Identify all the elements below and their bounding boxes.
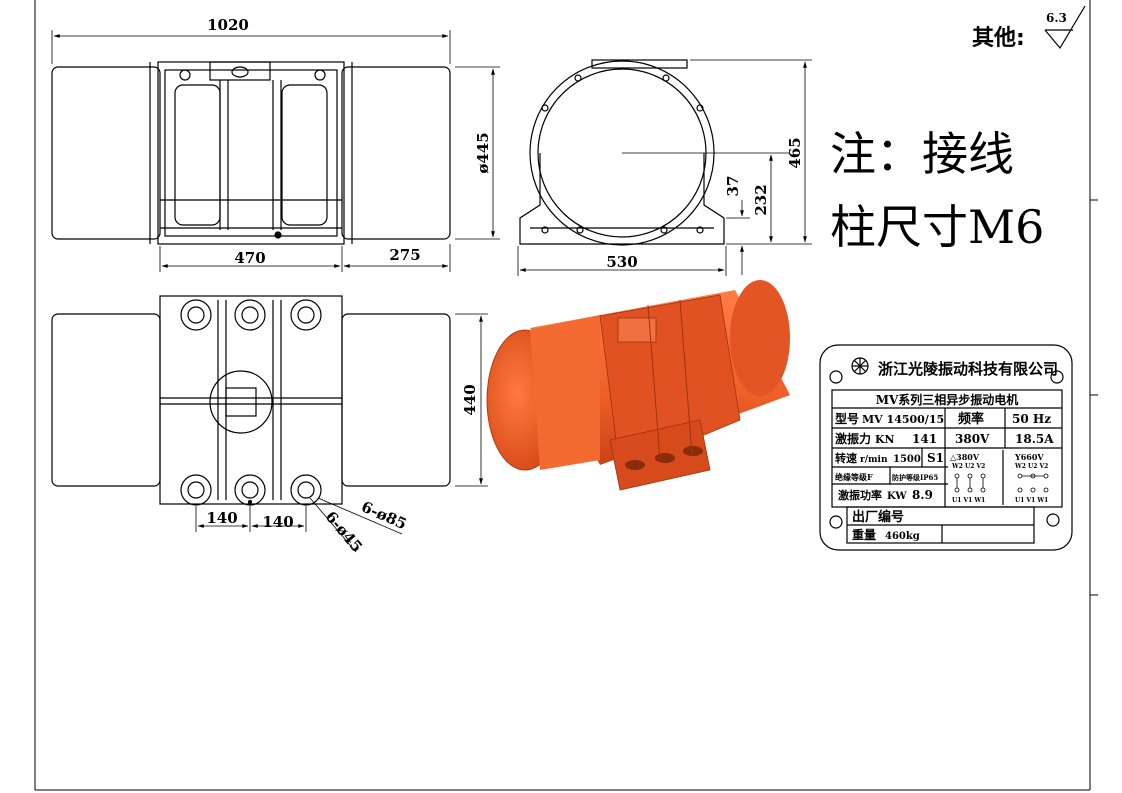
terminals-top-delta: W2 U2 V2: [951, 463, 985, 470]
nameplate: [819, 344, 1073, 551]
insulation-class: 绝缘等级F: [835, 472, 873, 482]
star-voltage: Y660V: [1014, 452, 1044, 462]
roughness-value: 6.3: [1046, 11, 1067, 25]
dim-total-length: 1020: [207, 16, 249, 34]
force-unit: KN: [875, 433, 895, 446]
terminals-bottom-star: U1 V1 W1: [1015, 497, 1048, 504]
dim-bolt-hole: 6-ø45: [322, 508, 366, 556]
weight-value: 460kg: [885, 531, 920, 542]
duty-value: S1: [927, 451, 944, 465]
power-unit: KW: [887, 491, 907, 502]
dim-base-width: 530: [606, 253, 637, 271]
force-value: 141: [912, 432, 937, 446]
power-value: 8.9: [912, 488, 933, 502]
dim-total-height: 465: [786, 137, 804, 168]
terminals-bottom-delta: U1 V1 W1: [952, 497, 985, 504]
note-line-2: 柱尺寸M6: [830, 200, 1044, 254]
speed-label: 转速: [835, 451, 857, 465]
model-value: MV 14500/15: [862, 413, 944, 426]
plan-view-dimensions: [195, 313, 488, 553]
note-line-1: 注：接线: [830, 127, 1014, 181]
terminals-top-star: W2 U2 V2: [1014, 463, 1048, 470]
dim-foot-height: 37: [724, 176, 742, 197]
side-view: [51, 61, 451, 245]
freq-value: 50 Hz: [1012, 412, 1051, 426]
freq-label: 频率: [958, 411, 984, 427]
protection-class: 防护等级IP65: [892, 473, 938, 482]
dim-center-height: 232: [752, 184, 770, 215]
roughness-symbol: [1044, 5, 1086, 50]
dim-hole-pitch-2: 140: [262, 513, 293, 531]
current-value: 18.5A: [1015, 432, 1054, 446]
nameplate-company: 浙江光陵振动科技有限公司: [878, 360, 1058, 378]
weight-label: 重量: [852, 527, 876, 542]
dim-counterbore: 6-ø85: [359, 498, 410, 534]
force-label: 激振力: [835, 431, 871, 446]
serial-label: 出厂编号: [852, 509, 904, 525]
model-label: 型号: [835, 411, 859, 426]
motor-render: [486, 280, 790, 491]
other-label: 其他:: [972, 26, 1025, 51]
end-view-dimensions: [517, 59, 812, 276]
speed-value: 1500: [893, 454, 921, 465]
dim-body-diameter: ø445: [474, 132, 492, 173]
nameplate-series: MV系列三相异步振动电机: [876, 392, 1019, 407]
dim-foot-span: 470: [234, 249, 265, 267]
terminal-diagram: [954, 473, 1049, 493]
dim-overhang: 275: [389, 246, 420, 264]
plan-view: [51, 295, 451, 506]
dim-mount-width: 440: [461, 384, 479, 415]
company-logo: [851, 357, 869, 375]
voltage-value: 380V: [955, 432, 990, 446]
end-view: [519, 59, 725, 246]
power-label: 激振功率: [838, 488, 882, 502]
side-view-dimensions: [51, 30, 500, 272]
delta-voltage: △380V: [950, 452, 980, 462]
dim-hole-pitch-1: 140: [206, 509, 237, 527]
drawing-frame: [34, 0, 1098, 791]
speed-unit: r/min: [860, 455, 888, 465]
